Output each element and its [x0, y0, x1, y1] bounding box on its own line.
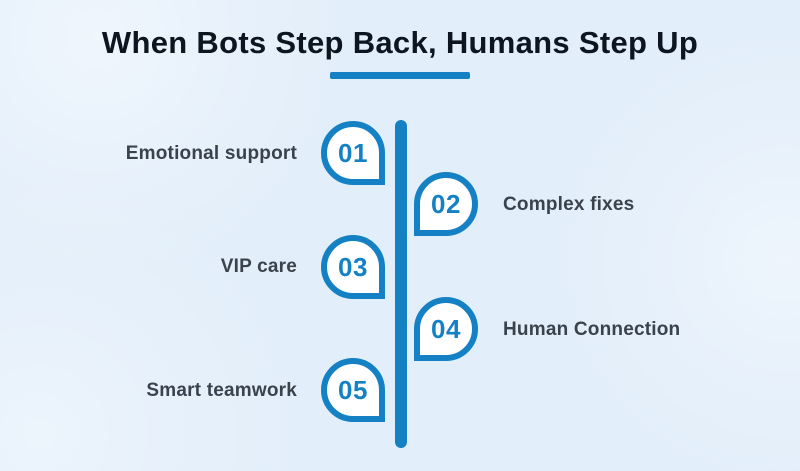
step-number-03: 03: [338, 251, 368, 282]
page-title: When Bots Step Back, Humans Step Up: [101, 25, 699, 60]
step-label-human-connection: Human Connection: [503, 319, 681, 340]
step-label-vip-care: VIP care: [220, 256, 297, 277]
step-label-complex-fixes: Complex fixes: [503, 194, 635, 215]
step-number-05: 05: [338, 374, 368, 405]
step-number-04: 04: [431, 313, 461, 344]
step-badge-01: 01: [321, 121, 385, 185]
step-badge-03: 03: [321, 235, 385, 299]
step-label-emotional-support: Emotional support: [125, 143, 297, 164]
step-number-02: 02: [431, 188, 461, 219]
step-badge-02: 02: [414, 172, 478, 236]
timeline-spine: [395, 120, 407, 448]
step-badge-04: 04: [414, 297, 478, 361]
step-label-smart-teamwork: Smart teamwork: [146, 380, 297, 401]
step-badge-05: 05: [321, 358, 385, 422]
step-number-01: 01: [338, 137, 368, 168]
title-underline: [330, 72, 470, 79]
